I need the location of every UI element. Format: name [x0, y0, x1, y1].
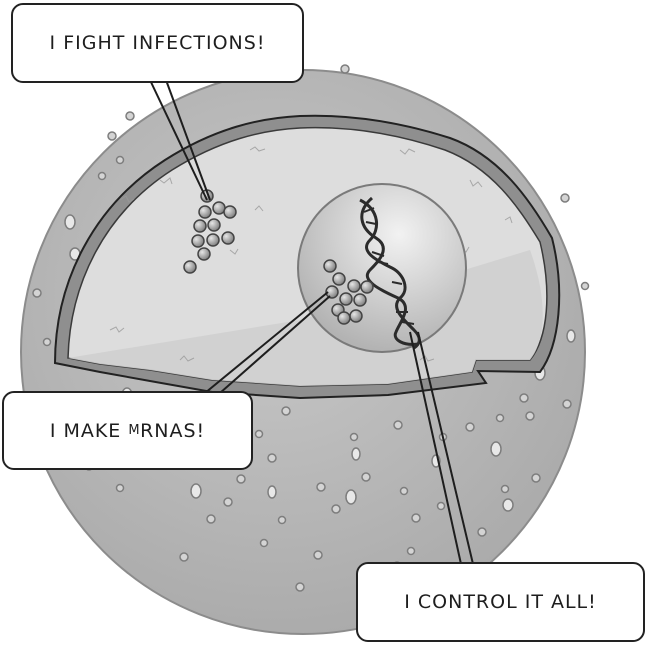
callout-dna-text: I CONTROL IT ALL!	[404, 591, 597, 613]
surface-dots	[32, 64, 590, 592]
callout-ribosome-small-caps: M	[128, 423, 141, 438]
nucleolus-cluster	[323, 259, 374, 325]
callout-ribosome-prefix: I MAKE	[49, 419, 129, 442]
immune-granules	[183, 189, 237, 274]
callout-immune-text: I FIGHT INFECTIONS!	[49, 32, 266, 54]
pointer-dna	[409, 331, 474, 565]
nucleus	[297, 183, 467, 353]
pointer-ribosome	[204, 291, 331, 394]
dna-helix	[359, 196, 421, 350]
callout-immune: I FIGHT INFECTIONS!	[11, 3, 304, 83]
callout-dna: I CONTROL IT ALL!	[356, 562, 645, 642]
pointer-immune	[149, 79, 211, 201]
callout-ribosome-suffix: RNAS!	[140, 419, 206, 442]
